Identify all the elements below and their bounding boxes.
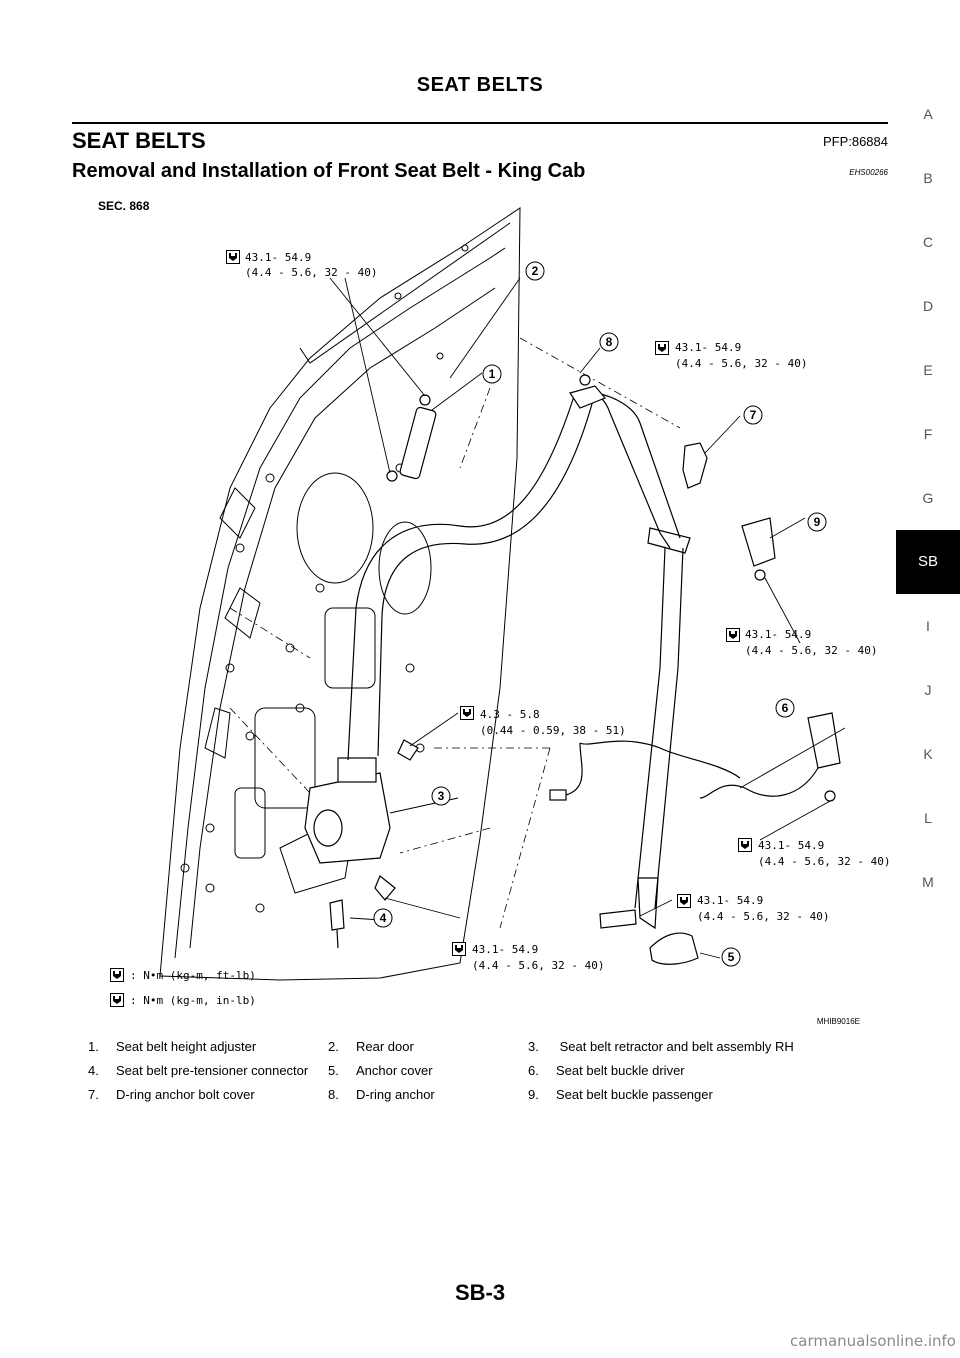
section-subtitle: Removal and Installation of Front Seat B… — [72, 160, 586, 182]
side-index-g[interactable]: G — [922, 490, 934, 506]
legend-item: 6.Seat belt buckle driver — [528, 1062, 685, 1078]
svg-text:4.3 - 5.8: 4.3 - 5.8 — [480, 708, 540, 721]
figure-key: : N•m (kg-m, ft-lb) : N•m (kg-m, in-lb) — [110, 968, 256, 1007]
torque-spec-3: 43.1- 54.9 (4.4 - 5.6, 32 - 40) — [726, 628, 877, 657]
svg-text:4: 4 — [380, 911, 387, 925]
svg-text:5: 5 — [728, 950, 735, 964]
callout-7: 7 — [743, 405, 763, 425]
torque-wrench-icon — [110, 968, 124, 982]
svg-text:7: 7 — [750, 408, 757, 422]
svg-text:43.1- 54.9: 43.1- 54.9 — [758, 839, 824, 852]
torque-spec-6: 43.1- 54.9 (4.4 - 5.6, 32 - 40) — [677, 894, 829, 923]
svg-text:(4.4 - 5.6, 32 - 40): (4.4 - 5.6, 32 - 40) — [697, 910, 829, 923]
torque-spec-7: 43.1- 54.9 (4.4 - 5.6, 32 - 40) — [452, 942, 604, 972]
torque-spec-2: 43.1- 54.9 (4.4 - 5.6, 32 - 40) — [655, 341, 807, 370]
callout-6: 6 — [775, 698, 795, 718]
svg-text:8: 8 — [606, 335, 613, 349]
torque-wrench-icon — [452, 942, 466, 956]
side-index-i[interactable]: I — [926, 618, 930, 634]
buckle-parts — [549, 517, 841, 802]
svg-text:43.1- 54.9: 43.1- 54.9 — [745, 628, 811, 641]
torque-wrench-icon — [460, 706, 474, 720]
side-index-e[interactable]: E — [923, 362, 933, 378]
svg-text:(4.4 - 5.6, 32 - 40): (4.4 - 5.6, 32 - 40) — [745, 644, 877, 657]
seat-belt-diagram: SEC. 868 — [98, 199, 890, 1026]
side-index-d[interactable]: D — [922, 298, 934, 314]
legend-item: 9.Seat belt buckle passenger — [528, 1086, 713, 1102]
page-number: SB-3 — [454, 1280, 506, 1305]
side-index-c[interactable]: C — [922, 234, 934, 250]
torque-wrench-icon — [110, 993, 124, 1007]
rear-door-illustration — [159, 207, 521, 981]
callout-5: 5 — [721, 947, 741, 967]
legend-item: 3. Seat belt retractor and belt assembly… — [528, 1038, 794, 1054]
torque-spec-4: 4.3 - 5.8 (0.44 - 0.59, 38 - 51) — [460, 706, 626, 737]
section-title: SEAT BELTS — [72, 128, 206, 153]
d-ring-anchor-part — [569, 374, 708, 489]
torque-wrench-icon — [677, 894, 691, 908]
torque-wrench-icon — [655, 341, 669, 355]
svg-text:3: 3 — [438, 789, 445, 803]
torque-wrench-icon — [726, 628, 740, 642]
parts-legend: 1.Seat belt height adjuster 2.Rear door … — [88, 1034, 888, 1106]
legend-item: 5.Anchor cover — [328, 1062, 433, 1078]
svg-text:(4.4 - 5.6, 32 - 40): (4.4 - 5.6, 32 - 40) — [472, 959, 604, 972]
legend-row: 1.Seat belt height adjuster 2.Rear door … — [88, 1034, 888, 1058]
side-index-a[interactable]: A — [923, 106, 933, 122]
svg-text:: N•m (kg-m, ft-lb): : N•m (kg-m, ft-lb) — [130, 969, 256, 982]
side-index-l[interactable]: L — [924, 810, 932, 826]
side-index-k[interactable]: K — [923, 746, 933, 762]
torque-wrench-icon — [226, 250, 240, 264]
retractor-part — [304, 739, 419, 949]
height-adjuster-part — [386, 394, 437, 482]
svg-text:2: 2 — [532, 264, 539, 278]
torque-wrench-icon — [738, 838, 752, 852]
page-header-title: SEAT BELTS — [416, 74, 544, 96]
svg-text:: N•m (kg-m, in-lb): : N•m (kg-m, in-lb) — [130, 994, 256, 1007]
side-index-sb[interactable]: SB — [896, 530, 960, 594]
torque-spec-5: 43.1- 54.9 (4.4 - 5.6, 32 - 40) — [738, 838, 890, 868]
side-index-f[interactable]: F — [923, 426, 933, 442]
watermark: carmanualsonline.info — [790, 1332, 956, 1350]
pfp-code: PFP:86884 — [822, 134, 888, 149]
torque-spec-1: 43.1- 54.9 (4.4 - 5.6, 32 - 40) — [226, 250, 377, 279]
figure-id: MHIB9016E — [817, 1017, 860, 1026]
side-index-b[interactable]: B — [923, 170, 933, 186]
legend-row: 7.D-ring anchor bolt cover 8.D-ring anch… — [88, 1082, 888, 1106]
legend-item: 7.D-ring anchor bolt cover — [88, 1086, 255, 1102]
callout-1: 1 — [482, 364, 502, 384]
svg-text:1: 1 — [489, 367, 496, 381]
callout-3: 3 — [431, 786, 451, 806]
legend-item: 1.Seat belt height adjuster — [88, 1038, 257, 1054]
side-index: A B C D E F G SB I J K L M — [896, 82, 960, 914]
svg-text:(4.4 - 5.6, 32 - 40): (4.4 - 5.6, 32 - 40) — [675, 357, 807, 370]
svg-text:43.1- 54.9: 43.1- 54.9 — [245, 251, 311, 264]
side-index-m[interactable]: M — [922, 874, 934, 890]
legend-item: 4.Seat belt pre-tensioner connector — [88, 1062, 309, 1078]
anchor-cover-part — [599, 909, 699, 965]
legend-item: 2.Rear door — [328, 1038, 414, 1054]
svg-text:(0.44 - 0.59, 38 - 51): (0.44 - 0.59, 38 - 51) — [480, 724, 626, 737]
svg-text:6: 6 — [782, 701, 789, 715]
legend-row: 4.Seat belt pre-tensioner connector 5.An… — [88, 1058, 888, 1082]
svg-text:43.1- 54.9: 43.1- 54.9 — [472, 943, 538, 956]
header-rule — [72, 122, 888, 124]
legend-item: 8.D-ring anchor — [328, 1086, 435, 1102]
reference-lines — [229, 337, 681, 929]
svg-text:9: 9 — [814, 515, 821, 529]
sec-label: SEC. 868 — [98, 199, 150, 213]
callout-4: 4 — [373, 908, 393, 928]
callout-8: 8 — [599, 332, 619, 352]
callout-2: 2 — [525, 261, 545, 281]
leader-lines — [329, 277, 846, 959]
svg-text:43.1- 54.9: 43.1- 54.9 — [675, 341, 741, 354]
section-code: EHS00266 — [849, 168, 888, 177]
svg-text:(4.4 - 5.6, 32 - 40): (4.4 - 5.6, 32 - 40) — [758, 855, 890, 868]
callout-9: 9 — [807, 512, 827, 532]
svg-text:43.1- 54.9: 43.1- 54.9 — [697, 894, 763, 907]
side-index-j[interactable]: J — [924, 682, 932, 698]
svg-text:(4.4 - 5.6, 32 - 40): (4.4 - 5.6, 32 - 40) — [245, 266, 377, 279]
